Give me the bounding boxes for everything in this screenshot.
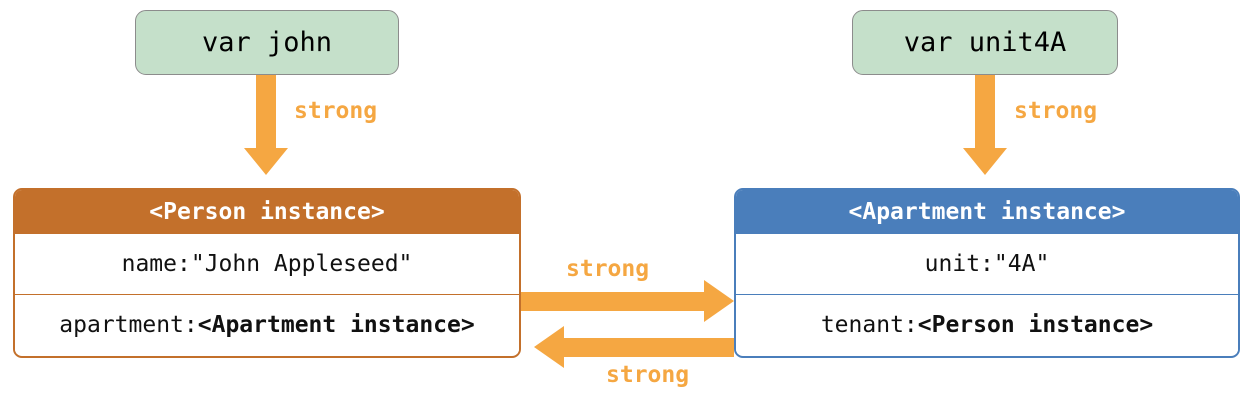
arrow-shaft: [564, 338, 734, 357]
property-value: "4A": [993, 251, 1050, 277]
instance-row-person-apartment: apartment: <Apartment instance>: [15, 294, 519, 354]
arrow-shaft: [521, 292, 704, 311]
arrow-head-down-icon: [244, 148, 288, 175]
property-key: unit:: [924, 251, 994, 277]
instance-row-apartment-unit: unit: "4A": [736, 234, 1238, 294]
variable-box-unit4a: var unit4A: [852, 10, 1118, 75]
arrow-label-apartment-to-person: strong: [606, 362, 690, 388]
arrow-head-right-icon: [704, 280, 734, 322]
property-key: name:: [121, 251, 191, 277]
arrow-shaft: [975, 75, 995, 148]
property-value: <Apartment instance>: [197, 311, 475, 338]
variable-label-unit4a: var unit4A: [903, 27, 1067, 58]
arrow-label-person-to-apartment: strong: [566, 256, 650, 282]
arrow-head-left-icon: [534, 326, 564, 368]
property-key: apartment:: [59, 311, 198, 338]
instance-header-person: <Person instance>: [15, 190, 519, 234]
property-value: <Person instance>: [917, 311, 1154, 338]
instance-box-person: <Person instance> name: "John Appleseed"…: [13, 188, 521, 358]
property-value: "John Appleseed": [190, 251, 413, 277]
property-key: tenant:: [820, 311, 918, 338]
arrow-shaft: [256, 75, 276, 148]
arrow-head-down-icon: [963, 148, 1007, 175]
instance-row-apartment-tenant: tenant: <Person instance>: [736, 294, 1238, 354]
instance-header-apartment: <Apartment instance>: [736, 190, 1238, 234]
instance-row-person-name: name: "John Appleseed": [15, 234, 519, 294]
instance-box-apartment: <Apartment instance> unit: "4A" tenant: …: [734, 188, 1240, 358]
arrow-label-john-to-person: strong: [294, 98, 378, 124]
variable-box-john: var john: [135, 10, 399, 75]
arrow-label-unit4a-to-apartment: strong: [1014, 98, 1098, 124]
variable-label-john: var john: [201, 27, 333, 58]
